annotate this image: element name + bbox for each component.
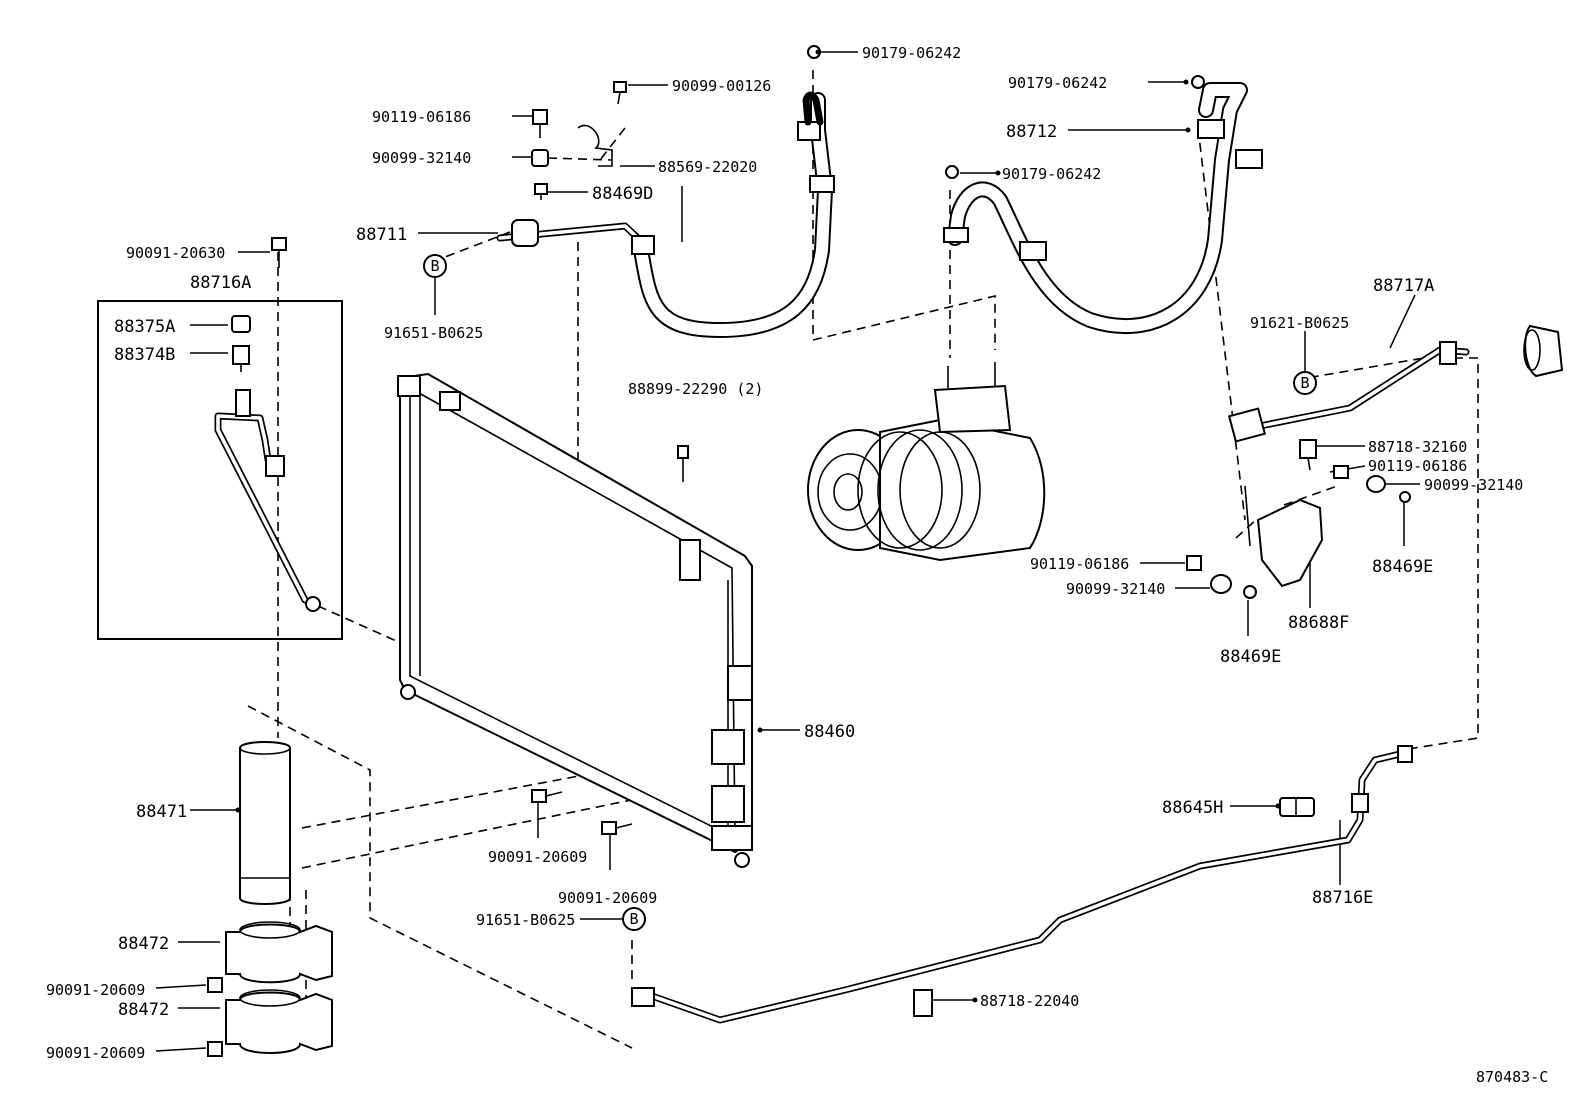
label-88899-22290: 88899-22290 (2): [628, 380, 763, 398]
label-88374b: 88374B: [114, 345, 175, 365]
ref-mark-b-top: B: [423, 254, 447, 278]
label-88469e-mid: 88469E: [1220, 647, 1281, 667]
label-90099-32140-mid: 90099-32140: [1066, 580, 1165, 598]
label-88716e: 88716E: [1312, 888, 1373, 908]
label-91621-b0625: 91621-B0625: [1250, 314, 1349, 332]
label-90091-20609-a: 90091-20609: [488, 848, 587, 866]
discharge-hose-88711: [496, 45, 835, 338]
label-88718-22040: 88718-22040: [980, 992, 1079, 1010]
label-91651-b0625-top: 91651-B0625: [384, 324, 483, 342]
label-88472-b: 88472: [118, 1000, 169, 1020]
label-88711: 88711: [356, 225, 407, 245]
label-88688f: 88688F: [1288, 613, 1349, 633]
label-88472-a: 88472: [118, 934, 169, 954]
clamp-88569-22020: [531, 81, 627, 200]
label-90099-32140-right: 90099-32140: [1424, 476, 1523, 494]
label-88375a: 88375A: [114, 317, 175, 337]
bracket-88688f: [1186, 439, 1411, 599]
label-88469d: 88469D: [592, 184, 653, 204]
ref-mark-b-bottom: B: [622, 907, 646, 931]
ref-mark-b-bottom-label: B: [629, 910, 638, 928]
label-90119-06186-mid: 90119-06186: [1030, 555, 1129, 573]
pressure-switch-88645h: [1279, 797, 1315, 817]
liquid-pipe-88716e: [631, 745, 1413, 1024]
bolt-90091-20630: [271, 237, 287, 268]
leader-dots: [235, 49, 1281, 1003]
label-88712: 88712: [1006, 122, 1057, 142]
bracket-88472-upper: [225, 921, 333, 984]
label-90091-20609-c: 90091-20609: [46, 981, 145, 999]
callout-labels: 90179-06242 90099-00126 90119-06186 9009…: [46, 44, 1548, 1086]
label-90119-06186-right: 90119-06186: [1368, 457, 1467, 475]
label-88469e-right: 88469E: [1372, 557, 1433, 577]
condenser-88460: [397, 372, 753, 868]
bolts-lower-left: [207, 789, 633, 1057]
compressor: [807, 362, 1046, 562]
label-90091-20630: 90091-20630: [126, 244, 225, 262]
bracket-88472-lower: [225, 989, 333, 1054]
ref-mark-b-top-label: B: [430, 257, 439, 275]
label-88471: 88471: [136, 802, 187, 822]
label-90179-06242-mid: 90179-06242: [1002, 165, 1101, 183]
label-90099-00126: 90099-00126: [672, 77, 771, 95]
pipe-88717a: B: [1227, 324, 1564, 443]
label-88569-22020: 88569-22020: [658, 158, 757, 176]
label-88718-32160: 88718-32160: [1368, 438, 1467, 456]
ref-mark-b-right-label: B: [1300, 374, 1309, 392]
label-90091-20609-d: 90091-20609: [46, 1044, 145, 1062]
receiver-drier-88471: [239, 741, 291, 905]
diagram-id-label: 870483-C: [1476, 1068, 1548, 1086]
receiver-pipe-assembly-88716a: [97, 300, 343, 640]
label-90119-06186-top: 90119-06186: [372, 108, 471, 126]
clamp-88718-22040: [913, 989, 933, 1017]
label-91651-b0625-bottom: 91651-B0625: [476, 911, 575, 929]
label-88716a: 88716A: [190, 273, 251, 293]
leader-lines: [155, 51, 1420, 1052]
label-90179-06242-top: 90179-06242: [862, 44, 961, 62]
label-90091-20609-b: 90091-20609: [558, 889, 657, 907]
label-88460: 88460: [804, 722, 855, 742]
label-88645h: 88645H: [1162, 798, 1223, 818]
suction-hose-88712: [943, 75, 1263, 335]
label-88717a: 88717A: [1373, 276, 1434, 296]
label-90179-06242-right: 90179-06242: [1008, 74, 1107, 92]
label-90099-32140-top: 90099-32140: [372, 149, 471, 167]
